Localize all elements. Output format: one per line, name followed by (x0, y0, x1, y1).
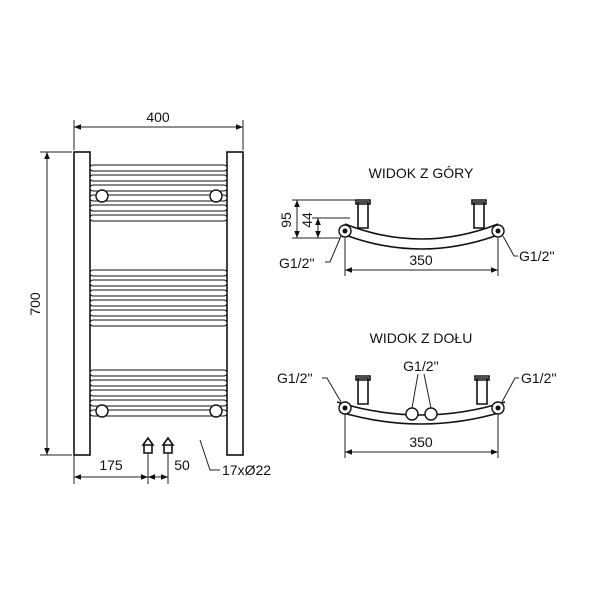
tube-row-6 (89, 214, 228, 222)
tubes-label: 17xØ22 (222, 462, 271, 478)
tube-row-13 (89, 369, 228, 377)
bottom-conn-center-label: G1/2'' (403, 358, 439, 374)
width-label: 400 (146, 109, 170, 125)
tube-row-12 (89, 319, 228, 327)
bracket-top-left (95, 189, 109, 203)
bottom-inlet-right (424, 407, 438, 421)
top-width-label: 350 (409, 252, 433, 268)
tube-row-3 (89, 184, 228, 192)
top-view: WIDOK Z GÓRY 95 44 350 G1/2'' G1/2'' (278, 165, 555, 276)
top-curve-outer (344, 223, 499, 240)
bracket-bottom-right (209, 404, 223, 418)
left-post (73, 151, 91, 456)
tube-row-17 (89, 409, 228, 417)
top-conn-left-label: G1/2'' (279, 255, 315, 271)
tube-row-1 (89, 164, 228, 172)
bottom-conn-left-label: G1/2'' (277, 370, 313, 386)
depth-inner-label: 44 (299, 212, 315, 228)
depth-total-label: 95 (278, 212, 294, 228)
tube-row-9 (89, 289, 228, 297)
tube-row-5 (89, 204, 228, 212)
bottom-curve-inner (339, 411, 503, 425)
bottom-curve-outer (336, 401, 506, 416)
bottom-post-right (474, 375, 490, 405)
top-post-left (355, 199, 371, 229)
wall-brackets (95, 189, 223, 418)
right-post (226, 151, 244, 456)
tube-row-16 (89, 399, 228, 407)
tube-row-15 (89, 389, 228, 397)
front-view: 400 700 175 50 17xØ22 (27, 109, 271, 484)
height-label: 700 (27, 292, 43, 316)
bracket-top-right (209, 189, 223, 203)
tube-row-7 (89, 269, 228, 277)
bottom-width-label: 350 (409, 434, 433, 450)
spacing-label: 50 (174, 457, 190, 473)
bottom-conn-right-label: G1/2'' (521, 370, 557, 386)
bracket-bottom-left (95, 404, 109, 418)
connector-right (161, 436, 175, 454)
offset-label: 175 (99, 457, 123, 473)
tube-row-11 (89, 309, 228, 317)
top-view-title: WIDOK Z GÓRY (369, 165, 474, 181)
top-curve-inner (347, 235, 496, 250)
tube-row-2 (89, 174, 228, 182)
bottom-inlet-left (405, 407, 419, 421)
bottom-post-left (355, 375, 371, 405)
top-post-right (471, 199, 487, 229)
tube-row-10 (89, 299, 228, 307)
bottom-view: WIDOK Z DOŁU G1/2'' G1/2'' G1/2'' 350 (277, 330, 557, 458)
bottom-connectors (141, 436, 175, 454)
tube-rows (89, 164, 228, 417)
tubes-leader (199, 439, 220, 471)
tube-row-14 (89, 379, 228, 387)
bottom-view-title: WIDOK Z DOŁU (370, 330, 473, 346)
tube-row-4 (89, 194, 228, 202)
top-conn-right-label: G1/2'' (519, 248, 555, 264)
connector-left (141, 436, 155, 454)
tube-row-8 (89, 279, 228, 287)
